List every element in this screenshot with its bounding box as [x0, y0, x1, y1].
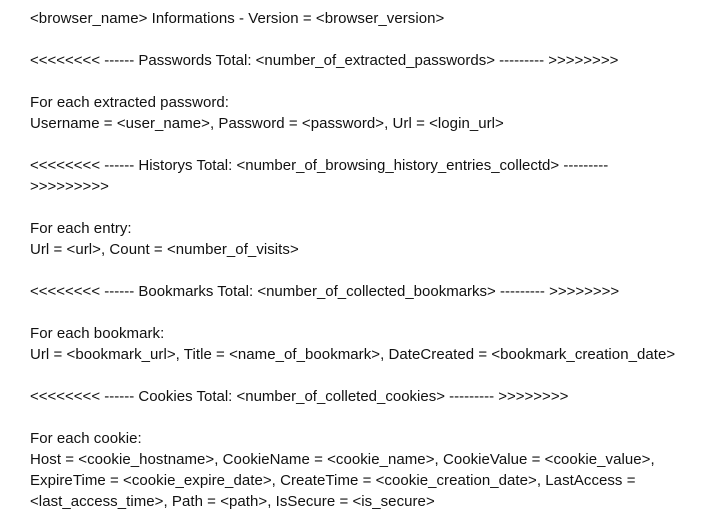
history-entry-heading: For each entry:	[30, 220, 132, 237]
bookmarks-total-separator-line: <<<<<<<< ------ Bookmarks Total: <number…	[30, 283, 620, 300]
blank-line	[30, 197, 724, 218]
blank-line	[30, 29, 724, 50]
blank-line	[30, 71, 724, 92]
history-entry-fields: Url = <url>, Count = <number_of_visits>	[30, 241, 299, 258]
blank-line	[30, 260, 724, 281]
cookies-entry-heading: For each cookie:	[30, 430, 142, 447]
cookies-total-separator-line: <<<<<<<< ------ Cookies Total: <number_o…	[30, 388, 569, 405]
bookmarks-entry-block: For each bookmark: Url = <bookmark_url>,…	[30, 323, 724, 365]
cookies-entry-fields: Host = <cookie_hostname>, CookieName = <…	[30, 451, 659, 510]
bookmarks-separator-block: <<<<<<<< ------ Bookmarks Total: <number…	[30, 281, 724, 302]
passwords-total-separator-line: <<<<<<<< ------ Passwords Total: <number…	[30, 52, 619, 69]
passwords-entry-fields: Username = <user_name>, Password = <pass…	[30, 115, 504, 132]
blank-line	[30, 365, 724, 386]
browser-info-title-line: <browser_name> Informations - Version = …	[30, 10, 445, 27]
historys-total-separator-line-wrap: >>>>>>>>>	[30, 178, 109, 195]
blank-line	[30, 134, 724, 155]
cookies-separator-block: <<<<<<<< ------ Cookies Total: <number_o…	[30, 386, 724, 407]
cookies-entry-block: For each cookie: Host = <cookie_hostname…	[30, 428, 724, 512]
history-entry-block: For each entry: Url = <url>, Count = <nu…	[30, 218, 724, 260]
bookmarks-entry-heading: For each bookmark:	[30, 325, 165, 342]
historys-separator-block: <<<<<<<< ------ Historys Total: <number_…	[30, 155, 724, 197]
passwords-entry-block: For each extracted password: Username = …	[30, 92, 724, 134]
bookmarks-entry-fields: Url = <bookmark_url>, Title = <name_of_b…	[30, 346, 676, 363]
blank-line	[30, 302, 724, 323]
header-block: <browser_name> Informations - Version = …	[30, 8, 724, 29]
passwords-separator-block: <<<<<<<< ------ Passwords Total: <number…	[30, 50, 724, 71]
historys-total-separator-line: <<<<<<<< ------ Historys Total: <number_…	[30, 157, 609, 174]
passwords-entry-heading: For each extracted password:	[30, 94, 229, 111]
blank-line	[30, 407, 724, 428]
